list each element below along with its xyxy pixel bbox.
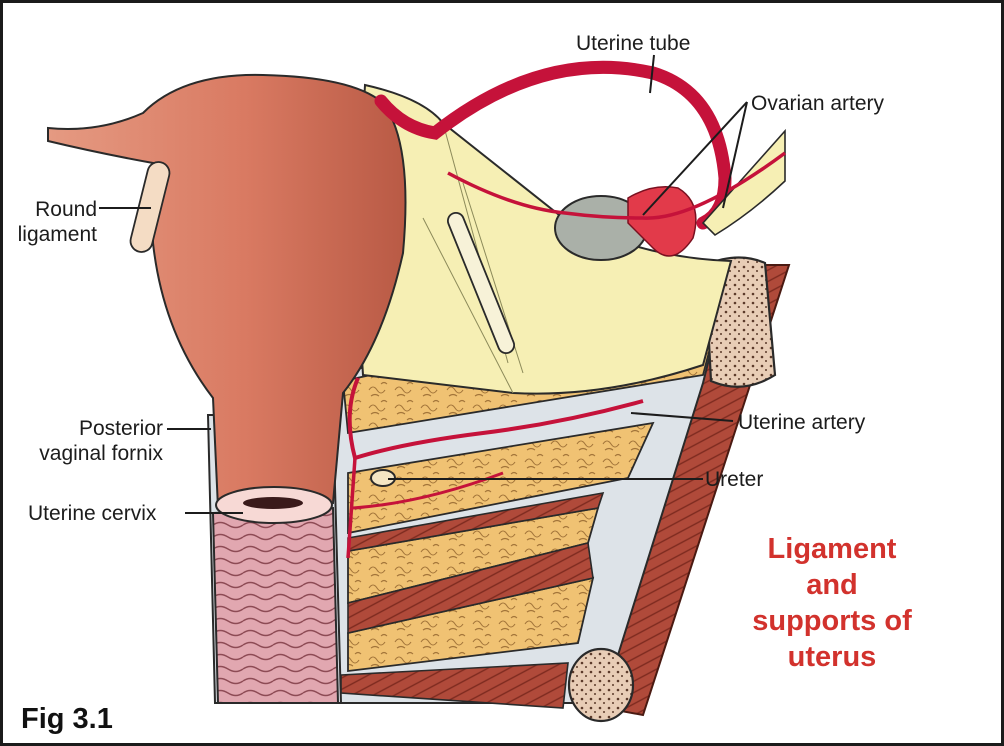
label-uterine-tube: Uterine tube [576, 32, 691, 55]
figure-number: Fig 3.1 [21, 703, 113, 735]
ovarian-artery-vessel [447, 151, 787, 220]
figure-caption: Ligament and supports of uterus [752, 533, 912, 673]
label-uterine-cervix: Uterine cervix [28, 502, 157, 525]
leader-lines [99, 54, 748, 514]
label-round-ligament: Round ligament [17, 198, 97, 246]
uterine-tube [374, 60, 732, 230]
label-ureter: Ureter [705, 468, 764, 491]
pelvic-anatomy-illustration [47, 54, 791, 723]
label-uterine-artery: Uterine artery [738, 411, 866, 434]
label-posterior-vaginal-fornix: Posterior vaginal fornix [39, 417, 163, 465]
fimbriae [627, 186, 697, 257]
uterus [47, 73, 407, 524]
label-ovarian-artery: Ovarian artery [751, 92, 885, 115]
